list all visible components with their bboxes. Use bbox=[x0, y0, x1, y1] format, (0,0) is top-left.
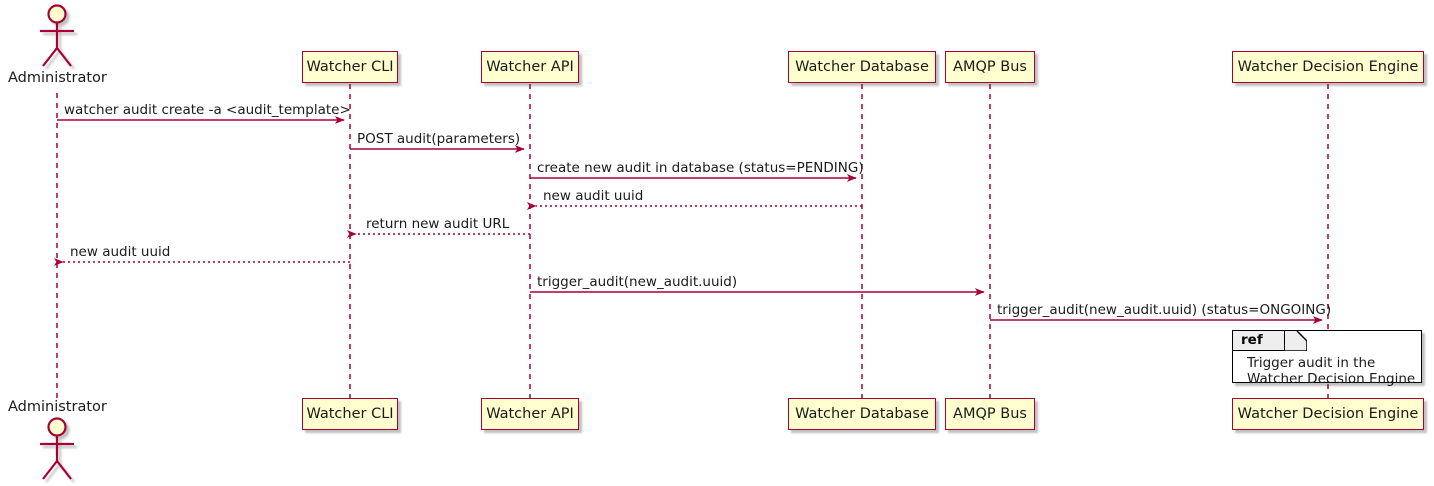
message-arrows bbox=[53, 116, 1323, 324]
participant-box-amqp-bus-top[interactable]: AMQP Bus bbox=[945, 51, 1035, 83]
actor-figure-bottom bbox=[40, 417, 74, 480]
ref-fragment-tab: ref bbox=[1233, 331, 1285, 351]
ref-tab-corner-icon bbox=[1285, 331, 1307, 351]
ref-fragment-body: Trigger audit in the Watcher Decision En… bbox=[1247, 355, 1415, 387]
message-label-8: trigger_audit(new_audit.uuid) (status=ON… bbox=[997, 302, 1332, 318]
participant-box-watcher-api-bottom[interactable]: Watcher API bbox=[481, 398, 579, 430]
message-label-1: watcher audit create -a <audit_template> bbox=[64, 102, 351, 118]
ref-fragment[interactable]: ref Trigger audit in the Watcher Decisio… bbox=[1232, 330, 1422, 387]
actor-label-top: Administrator bbox=[8, 70, 107, 86]
participant-box-watcher-decision-engine-top[interactable]: Watcher Decision Engine bbox=[1232, 51, 1424, 83]
message-label-3: create new audit in database (status=PEN… bbox=[537, 160, 864, 176]
actor-figure-top bbox=[40, 4, 74, 67]
message-label-5: return new audit URL bbox=[366, 216, 510, 232]
message-label-7: trigger_audit(new_audit.uuid) bbox=[537, 274, 738, 290]
message-label-6: new audit uuid bbox=[70, 244, 171, 260]
participant-box-amqp-bus-bottom[interactable]: AMQP Bus bbox=[945, 398, 1035, 430]
participant-box-watcher-decision-engine-bottom[interactable]: Watcher Decision Engine bbox=[1232, 398, 1424, 430]
participant-box-watcher-api-top[interactable]: Watcher API bbox=[481, 51, 579, 83]
participant-box-watcher-database-top[interactable]: Watcher Database bbox=[788, 51, 936, 83]
participant-box-watcher-cli-top[interactable]: Watcher CLI bbox=[302, 51, 398, 83]
message-label-2: POST audit(parameters) bbox=[357, 131, 521, 147]
actor-label-bottom: Administrator bbox=[8, 399, 107, 415]
ref-fragment-line-2: Watcher Decision Engine bbox=[1247, 371, 1416, 387]
message-label-4: new audit uuid bbox=[543, 188, 644, 204]
ref-fragment-line-1: Trigger audit in the bbox=[1247, 355, 1376, 371]
participant-box-watcher-cli-bottom[interactable]: Watcher CLI bbox=[302, 398, 398, 430]
participant-box-watcher-database-bottom[interactable]: Watcher Database bbox=[788, 398, 936, 430]
lifelines bbox=[56, 84, 1329, 398]
